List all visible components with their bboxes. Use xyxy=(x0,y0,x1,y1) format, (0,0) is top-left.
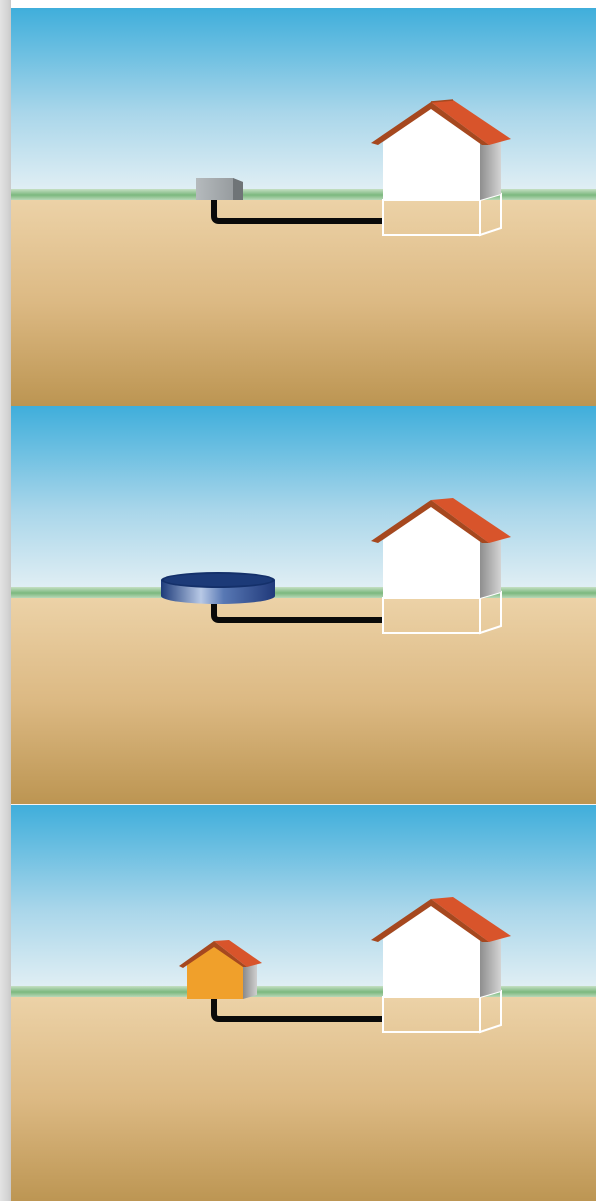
top-strip xyxy=(0,0,596,8)
grass-strip xyxy=(11,587,596,599)
water-tank-icon xyxy=(161,572,275,604)
soil xyxy=(11,997,596,1201)
soil xyxy=(11,200,596,406)
left-rail xyxy=(0,0,11,1201)
panel-gray-box xyxy=(11,8,596,406)
panel-1-illustration xyxy=(11,8,596,406)
panel-orange-shed xyxy=(11,805,596,1201)
panel-2-illustration xyxy=(11,406,596,804)
panel-3-illustration xyxy=(11,805,596,1201)
grass-strip xyxy=(11,189,596,201)
grass-strip xyxy=(11,986,596,998)
panel-blue-tank xyxy=(11,406,596,804)
soil xyxy=(11,598,596,804)
sky xyxy=(11,8,596,198)
sky xyxy=(11,805,596,995)
sky xyxy=(11,406,596,596)
gray-box-icon xyxy=(196,178,243,200)
